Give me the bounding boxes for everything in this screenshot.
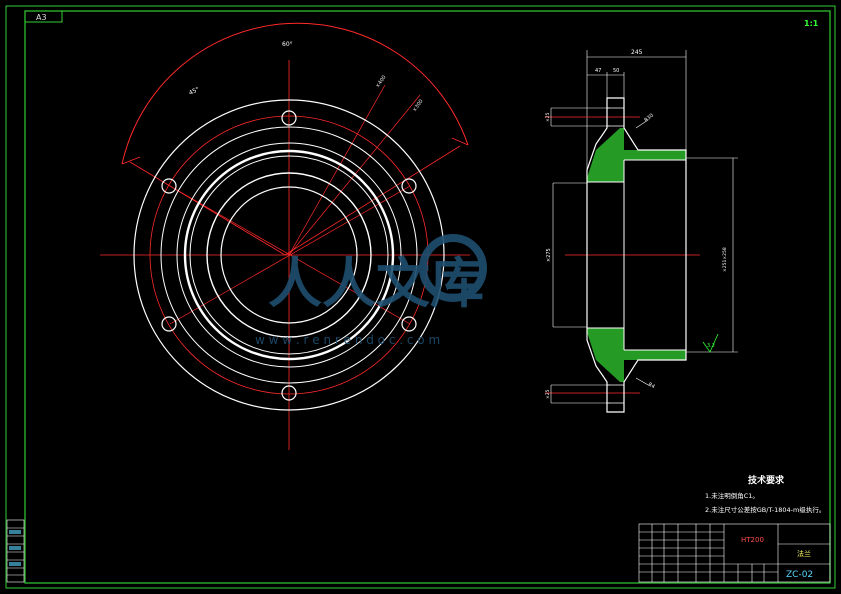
- bolt-hole: [401, 178, 417, 194]
- tech-req-item-2: 2.未注尺寸公差按GB/T-1804-m级执行。: [705, 505, 825, 514]
- bolt-holes: [161, 110, 417, 401]
- inner-border: [24, 10, 831, 584]
- tech-req-item-1: 1.未注明倒角C1。: [705, 491, 759, 500]
- len-b-label: 50: [613, 68, 619, 74]
- bolt-hole: [281, 110, 297, 126]
- bolt-hole: [281, 385, 297, 401]
- corner-tag-box: [24, 10, 63, 23]
- material-label: HT200: [741, 536, 764, 544]
- front-view: 60° 45° ×400 ×300: [100, 22, 470, 450]
- left-dia-label: ×275: [546, 248, 552, 262]
- outer-border: [5, 5, 836, 589]
- section-hatch: [587, 128, 686, 382]
- bolt-hole: [401, 316, 417, 332]
- section-outline: [586, 97, 687, 413]
- watermark-url: w w w . r e n r e n d o c . c o m: [255, 333, 440, 347]
- bore-circle: [220, 186, 358, 324]
- tech-requirements: 技术要求 1.未注明倒角C1。 2.未注尺寸公差按GB/T-1804-m级执行。: [705, 474, 825, 514]
- ring-3: [183, 149, 395, 361]
- roughness-symbol: [702, 333, 719, 353]
- ring-2: [176, 142, 402, 368]
- tech-req-title: 技术要求: [748, 474, 785, 486]
- chamfer-label: R4: [647, 382, 656, 391]
- roughness-label: 3.2: [707, 343, 715, 349]
- hole-bottom-label: ×25: [545, 389, 551, 399]
- dia-outer-label: ×400: [375, 74, 388, 89]
- angle-label: 60°: [282, 41, 293, 48]
- corner-tag: A3: [36, 13, 47, 22]
- title-block: [638, 523, 831, 583]
- ring-5: [206, 172, 372, 338]
- radius-label: R30: [643, 113, 654, 124]
- section-view: 245 47 50 ×25 ×275 ×25 ×251×258 R30 R4: [545, 49, 738, 413]
- arc-label: 45°: [188, 86, 201, 97]
- watermark: 人人文库 w w w . r e n r e n d o c . c o m: [255, 234, 487, 347]
- bolt-hole: [161, 316, 177, 332]
- watermark-logo-ring: [419, 234, 487, 302]
- right-dia-label: ×251×258: [722, 247, 728, 272]
- len-a-label: 47: [595, 68, 601, 74]
- ring-1: [160, 126, 418, 384]
- total-length-label: 245: [631, 49, 643, 56]
- outer-flange-circle: [133, 99, 445, 411]
- angle-dim-arc: [121, 22, 469, 165]
- hole-top-label: ×25: [545, 112, 551, 122]
- scale-tag: 1:1: [804, 19, 819, 28]
- dia-bolt-label: ×300: [412, 98, 425, 113]
- watermark-brand: 人人文库: [268, 252, 484, 315]
- left-stamp-strip: [6, 519, 25, 583]
- part-name: 法兰: [797, 549, 811, 558]
- ring-4: [189, 155, 389, 355]
- bolt-hole: [161, 178, 177, 194]
- drawing-code: ZC-02: [786, 570, 813, 580]
